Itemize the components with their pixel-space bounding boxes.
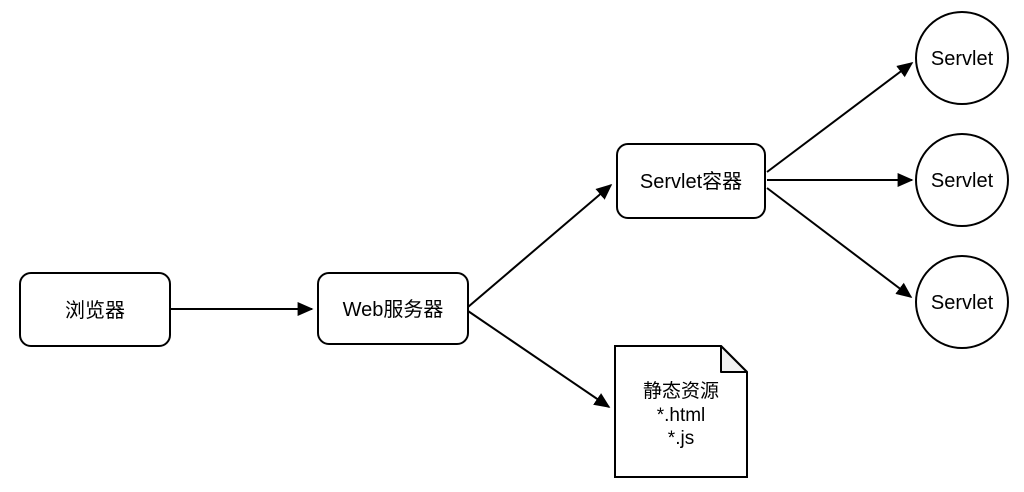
static-resource-document xyxy=(614,345,748,478)
static-resource-line-1: 静态资源 xyxy=(643,380,719,402)
node-servlet-2: Servlet xyxy=(915,133,1009,227)
web-server-label: Web服务器 xyxy=(343,298,444,321)
servlet-container-box xyxy=(616,143,766,219)
diagram-edges xyxy=(170,62,914,408)
web-server-box xyxy=(317,272,469,345)
servlet-2-label: Servlet xyxy=(931,170,994,192)
node-static-resource: 静态资源 *.html *.js xyxy=(614,345,748,478)
servlet-3-label: Servlet xyxy=(931,292,994,314)
servlet-3-circle xyxy=(915,255,1009,349)
node-web-server: Web服务器 xyxy=(317,272,469,345)
node-browser: 浏览器 xyxy=(19,272,171,347)
document-fold-corner-icon xyxy=(720,345,748,373)
static-resource-line-3: *.js xyxy=(668,428,694,449)
node-servlet-container: Servlet容器 xyxy=(616,143,766,219)
static-resource-line-2: *.html xyxy=(657,405,706,426)
browser-label: 浏览器 xyxy=(65,299,125,322)
edge-container-to-servlet-1 xyxy=(766,62,914,173)
servlet-1-label: Servlet xyxy=(931,48,994,70)
edge-webserver-to-static-resource xyxy=(467,310,611,408)
browser-box xyxy=(19,272,171,347)
node-servlet-1: Servlet xyxy=(915,11,1009,105)
edge-webserver-to-servlet-container xyxy=(467,183,613,308)
edge-container-to-servlet-3 xyxy=(766,187,913,298)
servlet-2-circle xyxy=(915,133,1009,227)
node-servlet-3: Servlet xyxy=(915,255,1009,349)
servlet-1-circle xyxy=(915,11,1009,105)
servlet-container-label: Servlet容器 xyxy=(640,170,742,193)
